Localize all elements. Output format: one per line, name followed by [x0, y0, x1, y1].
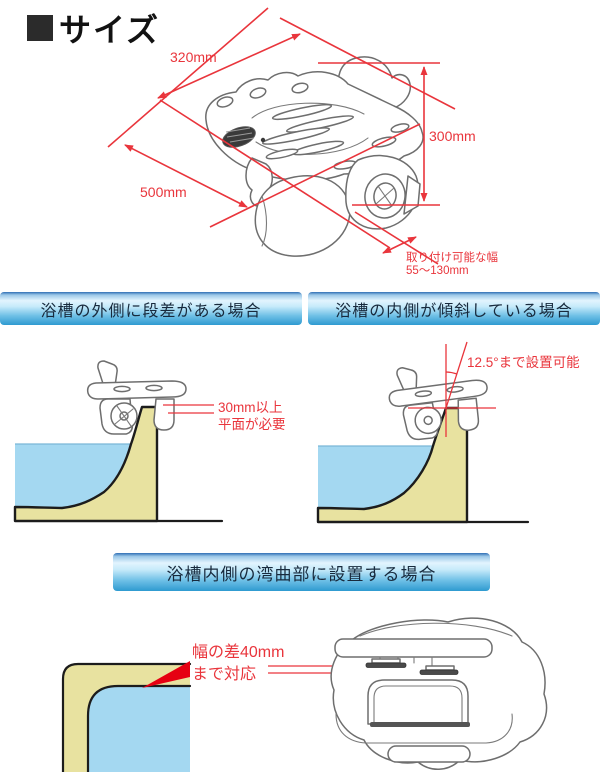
section-header-outside-step: 浴槽の外側に段差がある場合 [0, 292, 302, 325]
flat-area-note-1: 30mm以上 [218, 400, 283, 415]
product-side-sketch [86, 360, 187, 435]
curve-diagrams: 幅の差40mm まで対応 [61, 617, 548, 772]
bathtub-diagrams: 30mm以上 平面が必要 12. [13, 341, 580, 524]
dim-depth-label: 500mm [140, 184, 187, 200]
diagram-outside-step: 30mm以上 平面が必要 [13, 360, 286, 523]
section-title-text: 浴槽の外側に段差がある場合 [40, 302, 262, 320]
section-header-inside-slope: 浴槽の内側が傾斜している場合 [308, 292, 600, 325]
dim-height-label: 300mm [429, 128, 476, 144]
diagram-inside-slope: 12.5°まで設置可能 [316, 341, 580, 524]
size-diagram: 320mm 300mm 500mm 取り付け可能な幅 55〜130mm [107, 7, 498, 277]
width-gap-note-2: まで対応 [192, 665, 256, 683]
square-bullet-icon [27, 15, 53, 41]
dim-width-label: 320mm [170, 49, 217, 65]
clamp-width-note-2: 55〜130mm [406, 265, 469, 277]
diagram-tub-corner [61, 661, 192, 772]
max-angle-note: 12.5°まで設置可能 [467, 355, 580, 370]
clamp-drum-sketch [254, 175, 351, 257]
section-title-text: 浴槽の内側が傾斜している場合 [335, 302, 573, 320]
product-isometric-sketch [205, 56, 424, 257]
dimension-lines [107, 7, 456, 265]
page-title-text: サイズ [59, 12, 161, 48]
gap-wedge [142, 661, 190, 688]
section-header-curve: 浴槽内側の湾曲部に設置する場合 [113, 553, 490, 591]
product-side-sketch [388, 366, 488, 441]
section-title-text: 浴槽内側の湾曲部に設置する場合 [166, 564, 437, 584]
width-gap-note-1: 幅の差40mm [192, 643, 284, 661]
flat-area-note-2: 平面が必要 [218, 417, 286, 432]
product-front-sketch [330, 617, 548, 770]
page-title: サイズ [27, 5, 160, 51]
clamp-width-note-1: 取り付け可能な幅 [406, 250, 498, 264]
